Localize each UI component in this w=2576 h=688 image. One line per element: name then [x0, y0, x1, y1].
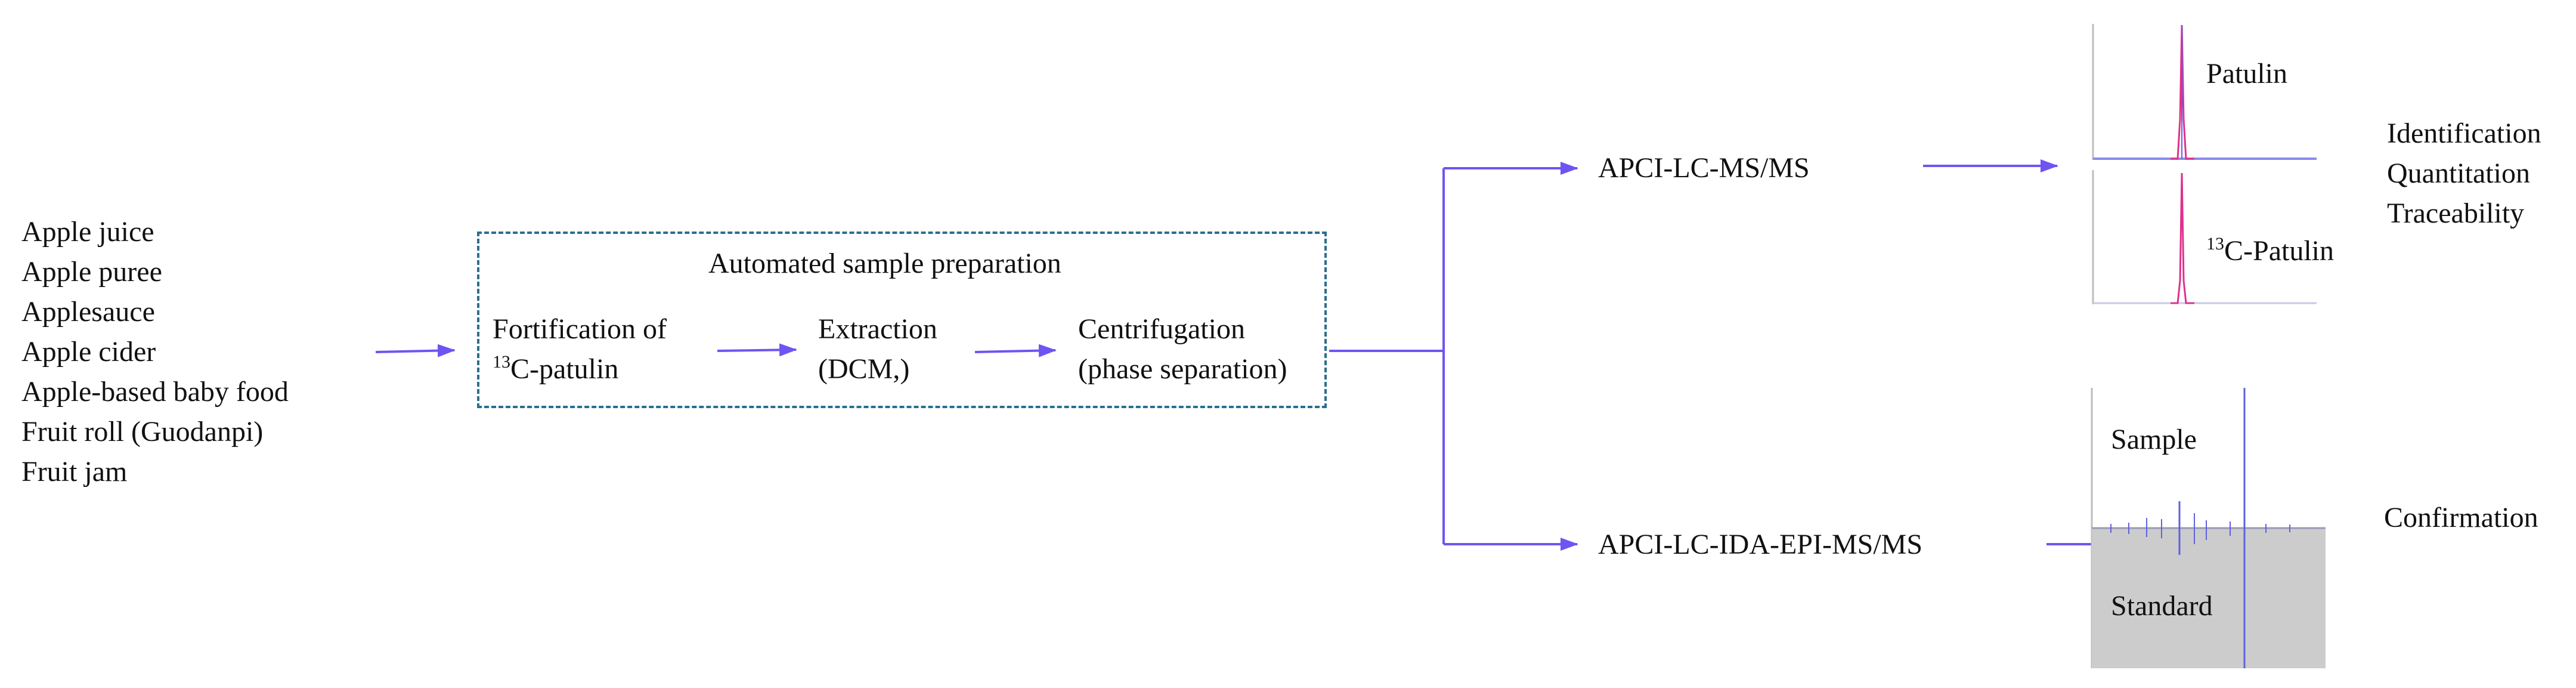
method-apci-lc-msms: APCI-LC-MS/MS	[1598, 152, 1810, 184]
step-extraction-line2: (DCM,)	[818, 353, 910, 385]
step-centrifugation-line2: (phase separation)	[1078, 353, 1287, 385]
sample-list: Apple juice Apple puree Applesauce Apple…	[21, 212, 289, 492]
arrow-samples-to-prep	[375, 344, 456, 357]
label-patulin: Patulin	[2206, 58, 2288, 90]
sample-item: Fruit roll (Guodanpi)	[21, 416, 264, 448]
outcome-confirmation: Confirmation	[2384, 502, 2538, 533]
step-fortification-line2: 13C-patulin	[493, 352, 619, 385]
sample-item: Apple puree	[21, 256, 162, 288]
label-standard: Standard	[2111, 590, 2213, 622]
step-extraction-line1: Extraction	[818, 313, 937, 345]
outcome-item: Identification	[2387, 118, 2541, 149]
arrow-extraction-to-centrifugation	[974, 344, 1057, 357]
chromatogram-13c-patulin	[2092, 170, 2317, 304]
sample-prep-box	[477, 232, 1327, 408]
arrow-fortification-to-extraction	[717, 343, 797, 357]
sample-item: Apple juice	[21, 216, 154, 248]
label-13c-patulin: 13C-Patulin	[2206, 234, 2334, 267]
chromatogram-patulin	[2092, 24, 2317, 160]
sample-item: Applesauce	[21, 296, 155, 328]
outcome-item: Quantitation	[2387, 158, 2530, 189]
prep-title: Automated sample preparation	[708, 248, 1061, 279]
outcomes-top: Identification Quantitation Traceability	[2387, 113, 2541, 233]
step-centrifugation-line1: Centrifugation	[1078, 313, 1245, 345]
spectrum-comparison	[2091, 388, 2326, 668]
sample-item: Apple cider	[21, 336, 156, 368]
method-apci-lc-ida-epi-msms: APCI-LC-IDA-EPI-MS/MS	[1598, 529, 1923, 560]
sample-item: Apple-based baby food	[21, 376, 289, 408]
label-sample: Sample	[2111, 424, 2197, 455]
sample-item: Fruit jam	[21, 456, 128, 488]
outcome-item: Traceability	[2387, 198, 2525, 229]
step-fortification-line1: Fortification of	[493, 313, 667, 345]
